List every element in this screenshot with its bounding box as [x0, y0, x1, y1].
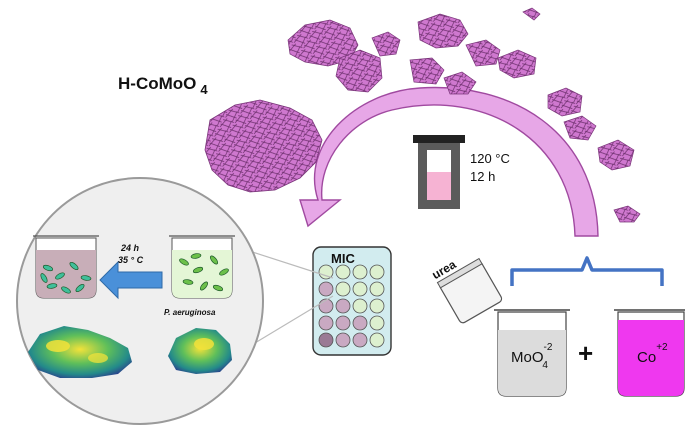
beaker-cobalt	[614, 309, 685, 397]
bacterium	[190, 253, 202, 259]
well	[352, 298, 368, 314]
bacteria-untreated	[179, 253, 229, 292]
well	[352, 332, 368, 348]
well	[318, 298, 334, 314]
well	[369, 264, 385, 280]
bacterium	[209, 255, 219, 265]
autoclave-icon	[413, 135, 465, 209]
bacterium	[212, 284, 224, 292]
well	[369, 332, 385, 348]
biofilm-surface-small	[168, 328, 232, 374]
well	[335, 332, 351, 348]
well	[318, 315, 334, 331]
well	[335, 298, 351, 314]
well	[318, 332, 334, 348]
bacterium	[69, 261, 79, 271]
mic-wells	[318, 264, 385, 348]
well	[335, 264, 351, 280]
flake-cluster-large	[204, 99, 323, 193]
bacterium	[75, 283, 85, 293]
bacteria-treated	[40, 261, 92, 294]
bacterium	[46, 283, 58, 289]
bacterium	[179, 258, 189, 266]
process-curved-arrow	[299, 86, 599, 237]
well	[352, 315, 368, 331]
reagents-bracket	[510, 256, 664, 286]
bacterium	[40, 273, 48, 283]
synthesis-time: 12 h	[470, 169, 496, 184]
well	[352, 264, 368, 280]
well	[318, 281, 334, 297]
well	[369, 281, 385, 297]
bacterium	[192, 266, 204, 274]
incubation-temperature: 35 ° C	[118, 255, 144, 265]
bacterium	[219, 268, 229, 276]
bacterium	[42, 264, 54, 272]
incubation-arrow	[99, 260, 163, 300]
well	[352, 281, 368, 297]
well	[318, 264, 334, 280]
bacterium	[182, 279, 194, 285]
incubation-time: 24 h	[121, 243, 140, 253]
well	[335, 281, 351, 297]
mic-label: MIC	[331, 251, 355, 266]
bacterium	[199, 281, 209, 291]
flake-cluster-top	[287, 7, 641, 223]
bacterium	[80, 275, 92, 281]
zoom-circle	[16, 177, 334, 425]
urea-bottle-icon	[436, 257, 503, 324]
bacterium	[61, 286, 71, 294]
biofilm-surface-large	[28, 326, 132, 378]
well	[369, 298, 385, 314]
cobalt-label: Co+2	[637, 342, 668, 366]
molybdate-label: MoO-24	[511, 342, 553, 371]
organism-label: P. aeruginosa	[164, 308, 216, 317]
plus-sign: +	[578, 338, 594, 368]
beaker-molybdate	[494, 309, 570, 397]
well	[369, 315, 385, 331]
synthesis-temperature: 120 °C	[470, 151, 510, 166]
bacterium	[55, 272, 65, 280]
well	[335, 315, 351, 331]
